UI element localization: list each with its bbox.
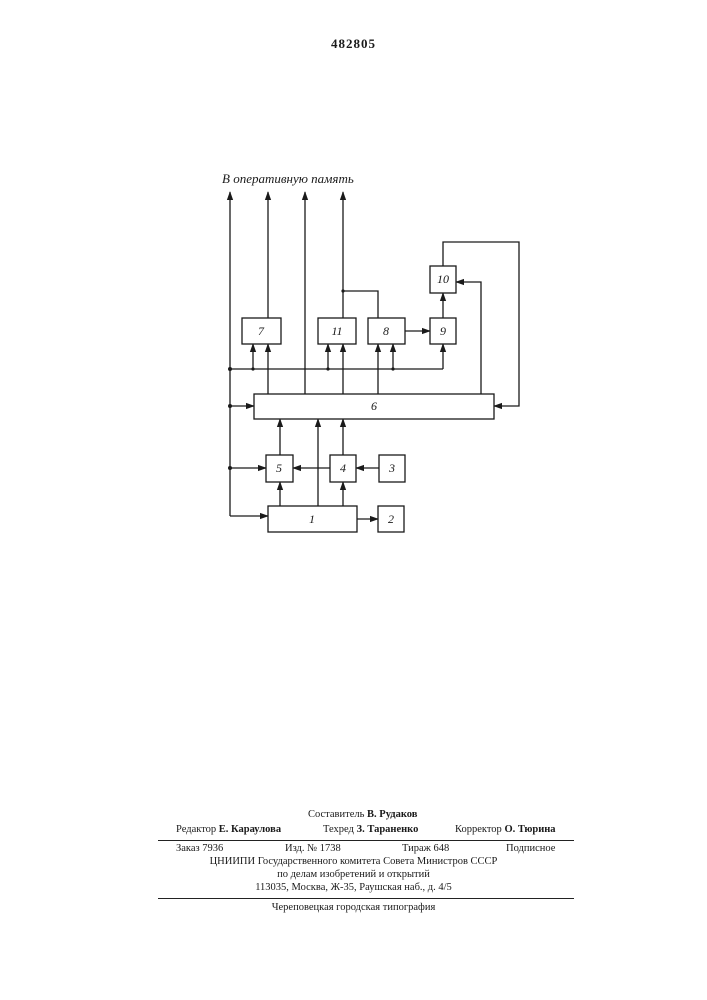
techred-line: Техред З. Тараненко	[323, 824, 418, 835]
subscription: Подписное	[506, 843, 555, 854]
b6-to-block-10	[456, 282, 481, 394]
techred-role: Техред	[323, 824, 354, 835]
link-11-8	[343, 291, 378, 318]
circulation: Тираж 648	[402, 843, 449, 854]
compiler-role: Составитель	[308, 809, 364, 820]
compiler-name: В. Рудаков	[367, 809, 417, 820]
output-label: В оперативную память	[222, 171, 354, 186]
divider-top	[158, 840, 574, 841]
compiler-line: Составитель В. Рудаков	[308, 809, 417, 820]
block-1-label: 1	[309, 512, 315, 526]
block-9-label: 9	[440, 324, 446, 338]
block-8-label: 8	[383, 324, 389, 338]
divider-bottom	[158, 898, 574, 899]
editor-name: Е. Караулова	[219, 824, 281, 835]
edition-number: Изд. № 1738	[285, 843, 341, 854]
block-diagram: В оперативную память	[0, 0, 707, 600]
block-7-label: 7	[258, 324, 265, 338]
corrector-name: О. Тюрина	[504, 824, 555, 835]
org-line-2: по делам изобретений и открытий	[0, 869, 707, 880]
editor-line: Редактор Е. Караулова	[176, 824, 281, 835]
corrector-role: Корректор	[455, 824, 502, 835]
corrector-line: Корректор О. Тюрина	[455, 824, 556, 835]
block-10-label: 10	[437, 272, 449, 286]
block-3-label: 3	[388, 461, 395, 475]
address: 113035, Москва, Ж-35, Раушская наб., д. …	[0, 882, 707, 893]
junctions	[228, 289, 395, 470]
org-line-1: ЦНИИПИ Государственного комитета Совета …	[0, 856, 707, 867]
block-2-label: 2	[388, 512, 394, 526]
techred-name: З. Тараненко	[357, 824, 419, 835]
block-5-label: 5	[276, 461, 282, 475]
block-4-label: 4	[340, 461, 346, 475]
printer: Череповецкая городская типография	[0, 902, 707, 913]
order-number: Заказ 7936	[176, 843, 223, 854]
block-11-label: 11	[331, 324, 342, 338]
block-6-label: 6	[371, 399, 377, 413]
editor-role: Редактор	[176, 824, 216, 835]
